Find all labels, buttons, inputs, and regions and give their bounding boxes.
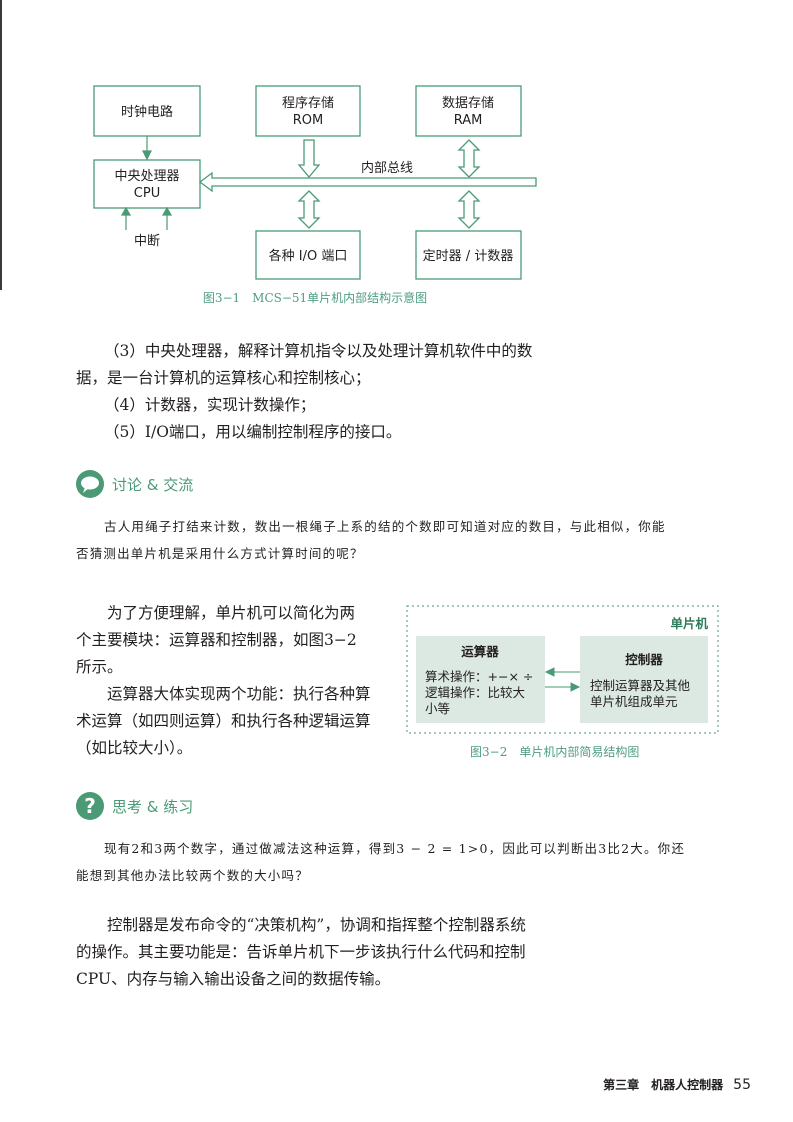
to-controller-arrow [570,682,581,692]
text-line: 运算器大体实现两个功能：执行各种算 [107,685,371,703]
controller-title: 控制器 [625,652,663,667]
figure-3-1-diagram: 时钟电路 中央处理器 CPU 程序存储 ROM 数据存储 RAM 内部总线 中断… [93,85,537,305]
alu-line: 算术操作：+−× ÷ [425,669,533,684]
text-line: 的操作。其主要功能是：告诉单片机下一步该执行什么代码和控制 [76,943,526,961]
controller-line: 单片机组成单元 [590,694,678,709]
mcu-dashed-box [406,605,719,734]
rom-label-2: ROM [293,113,323,128]
svg-text:?: ? [84,794,96,818]
timer-label: 定时器 / 计数器 [423,249,514,264]
bus-label: 内部总线 [361,160,413,176]
rom-arrow [297,139,321,179]
discuss-title: 讨论 & 交流 [112,475,194,494]
list-item: （5）I/O端口，用以编制控制程序的接口。 [104,423,402,441]
think-line: 现有2和3两个数字，通过做减法这种运算，得到3 − 2 = 1>0，因此可以判断… [104,841,686,856]
clock-label: 时钟电路 [121,104,173,120]
controller-box [580,636,708,723]
bus-arrow [198,171,537,193]
think-title: 思考 & 练习 [112,797,194,816]
text-line: 术运算（如四则运算）和执行各种逻辑运算 [76,712,371,730]
interrupt-arrow-1 [120,206,132,216]
figure-3-1-caption: 图3−1 MCS−51单片机内部结构示意图 [203,290,427,305]
component-list: （3）中央处理器，解释计算机指令以及处理计算机软件中的数 据，是一台计算机的运算… [76,338,564,446]
figure-3-2-caption: 图3−2 单片机内部简易结构图 [470,744,639,759]
text-line: 控制器是发布命令的“决策机构”，协调和指挥整个控制器系统 [107,916,526,934]
discuss-text: 古人用绳子打结来计数，数出一根绳子上系的结的个数即可知道对应的数目，与此相似，你… [76,513,736,567]
timer-arrow [457,190,481,229]
list-item: （3）中央处理器，解释计算机指令以及处理计算机软件中的数 [104,342,533,360]
speech-bubble-icon [76,470,104,498]
ram-label-1: 数据存储 [442,96,494,111]
mcu-label: 单片机 [670,616,708,631]
interrupt-label: 中断 [134,234,160,249]
to-alu-arrow [544,667,555,677]
io-label: 各种 I/O 端口 [269,248,348,264]
ram-label-2: RAM [454,113,483,128]
alu-line: 小等 [425,701,450,716]
think-heading: ? 思考 & 练习 [76,792,193,820]
module-paragraph: 为了方便理解，单片机可以简化为两 个主要模块：运算器和控制器，如图3−2 所示。… [76,600,396,762]
io-arrow [297,190,321,229]
list-item: （4）计数器，实现计数操作； [104,396,316,414]
alu-title: 运算器 [461,644,499,659]
discuss-line: 古人用绳子打结来计数，数出一根绳子上系的结的个数即可知道对应的数目，与此相似，你… [104,519,666,534]
think-line: 能想到其他办法比较两个数的大小吗？ [76,868,309,883]
text-line: 为了方便理解，单片机可以简化为两 [107,604,356,622]
text-line: 个主要模块：运算器和控制器，如图3−2 [76,631,357,649]
page-number: 55 [733,1077,751,1093]
discuss-heading: 讨论 & 交流 [76,470,193,498]
text-line: （如比较大小）。 [76,739,193,757]
alu-box [416,636,545,723]
question-icon: ? [76,792,104,820]
alu-line: 逻辑操作：比较大 [425,685,525,700]
text-line: 所示。 [76,658,123,676]
text-line: CPU、内存与输入输出设备之间的数据传输。 [76,970,391,988]
clock-arrow [142,150,152,161]
ram-arrow [457,139,481,178]
rom-box [255,85,361,137]
io-box [255,230,361,280]
controller-line: 控制运算器及其他 [590,678,691,693]
discuss-line: 否猜测出单片机是采用什么方式计算时间的呢？ [76,546,364,561]
figure-3-2-diagram: 单片机 运算器 算术操作：+−× ÷ 逻辑操作：比较大 小等 控制器 控制运算器… [406,605,719,759]
controller-paragraph: 控制器是发布命令的“决策机构”，协调和指挥整个控制器系统 的操作。其主要功能是：… [76,912,576,993]
page-edge [0,0,2,290]
cpu-label-2: CPU [134,186,160,201]
page-footer: 第三章 机器人控制器 55 [603,1076,751,1093]
rom-label-1: 程序存储 [282,96,334,111]
chapter-title: 第三章 机器人控制器 [603,1078,724,1092]
interrupt-arrow-2 [161,206,173,216]
ram-box [415,85,522,137]
timer-box [415,230,522,280]
list-item: 据，是一台计算机的运算核心和控制核心； [76,369,371,387]
cpu-label-1: 中央处理器 [114,169,179,184]
think-text: 现有2和3两个数字，通过做减法这种运算，得到3 − 2 = 1>0，因此可以判断… [76,835,736,889]
